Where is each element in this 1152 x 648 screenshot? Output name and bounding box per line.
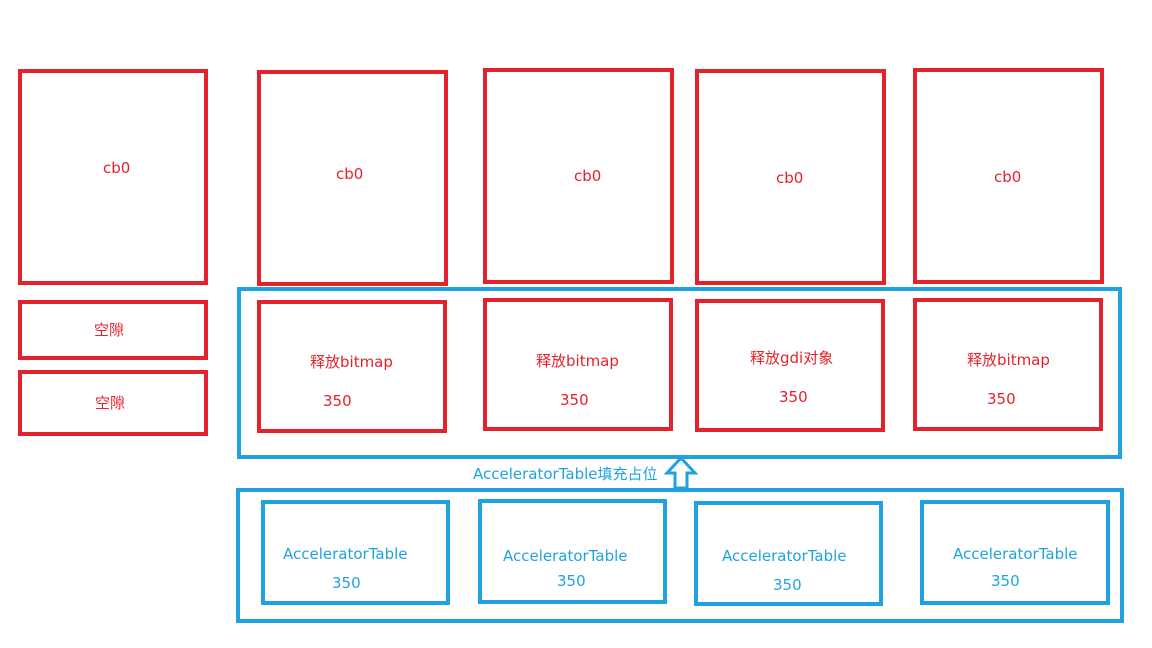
freed-block-size: 350 [779, 388, 808, 406]
arrow-label: AcceleratorTable填充占位 [473, 465, 658, 483]
accelerator-table-size: 350 [557, 572, 586, 590]
freed-block-label: 释放bitmap [536, 352, 619, 370]
freed-block [695, 299, 885, 432]
block-label: cb0 [776, 169, 804, 187]
block-label: cb0 [994, 168, 1022, 186]
memory-block-cb0 [257, 70, 448, 286]
accelerator-region-container [236, 488, 1124, 623]
accelerator-table-block [920, 500, 1110, 605]
freed-block [483, 298, 673, 431]
freed-block-label: 释放gdi对象 [750, 349, 834, 367]
accelerator-table-size: 350 [332, 574, 361, 592]
memory-block-cb0 [913, 68, 1104, 284]
accelerator-table-label: AcceleratorTable [953, 545, 1078, 563]
accelerator-table-block [261, 500, 450, 605]
up-arrow-icon [664, 456, 698, 490]
freed-block-size: 350 [323, 392, 352, 410]
memory-block-cb0-left [18, 69, 208, 285]
freed-block-size: 350 [987, 390, 1016, 408]
freed-block [913, 298, 1103, 431]
gap-block [18, 300, 208, 360]
block-label: cb0 [336, 165, 364, 183]
freed-block-label: 释放bitmap [310, 353, 393, 371]
freed-block-size: 350 [560, 391, 589, 409]
accelerator-table-size: 350 [773, 576, 802, 594]
accelerator-table-size: 350 [991, 572, 1020, 590]
memory-block-cb0 [695, 69, 886, 285]
accelerator-table-label: AcceleratorTable [722, 547, 847, 565]
gap-label: 空隙 [94, 321, 125, 339]
accelerator-table-block [478, 499, 667, 604]
gap-block [18, 370, 208, 436]
block-label: cb0 [103, 159, 131, 177]
freed-region-container [237, 287, 1122, 459]
accelerator-table-label: AcceleratorTable [283, 545, 408, 563]
freed-block [257, 300, 447, 433]
block-label: cb0 [574, 167, 602, 185]
memory-block-cb0 [483, 68, 674, 284]
gap-label: 空隙 [95, 394, 126, 412]
freed-block-label: 释放bitmap [967, 351, 1050, 369]
accelerator-table-block [694, 501, 883, 606]
accelerator-table-label: AcceleratorTable [503, 547, 628, 565]
